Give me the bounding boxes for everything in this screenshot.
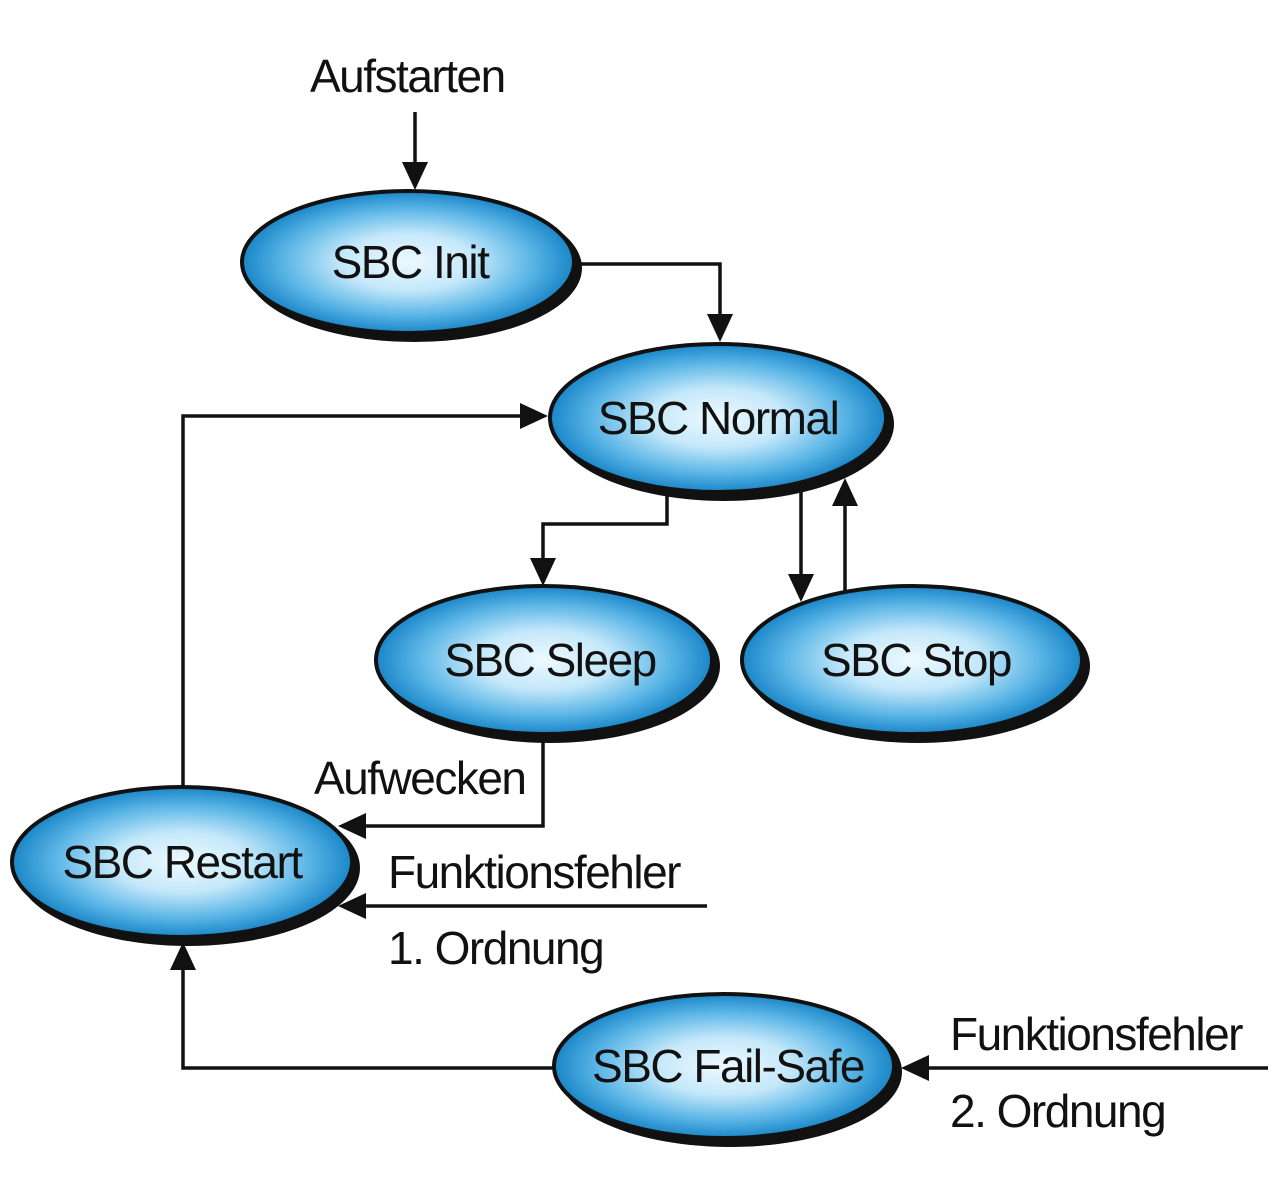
- node-label-failsafe: SBC Fail-Safe: [592, 1040, 864, 1092]
- edge-normal-to-stop: [788, 488, 814, 602]
- edge-init-to-normal: [578, 262, 733, 342]
- node-sbc-normal: SBC Normal: [548, 342, 894, 501]
- node-label-stop: SBC Stop: [821, 634, 1011, 686]
- node-sbc-init: SBC Init: [240, 189, 582, 342]
- node-sbc-restart: SBC Restart: [10, 785, 360, 946]
- node-sbc-sleep: SBC Sleep: [374, 584, 720, 743]
- label-aufstarten: Aufstarten: [310, 50, 505, 102]
- edge-normal-to-sleep: [530, 490, 669, 586]
- node-label-normal: SBC Normal: [598, 392, 839, 444]
- node-label-init: SBC Init: [332, 236, 490, 288]
- label-fault2-line2: 2. Ordnung: [950, 1085, 1165, 1137]
- edge-restart-to-normal: [181, 403, 548, 792]
- node-sbc-stop: SBC Stop: [740, 584, 1090, 743]
- node-label-restart: SBC Restart: [62, 836, 303, 888]
- node-sbc-failsafe: SBC Fail-Safe: [552, 992, 902, 1147]
- edge-stop-to-normal: [832, 478, 858, 592]
- label-fault2-line1: Funktionsfehler: [950, 1008, 1243, 1060]
- edge-fault1-to-restart: [338, 893, 707, 919]
- edge-start-to-init: [402, 112, 428, 190]
- edge-failsafe-to-restart: [170, 942, 560, 1070]
- label-fault1-line2: 1. Ordnung: [388, 922, 603, 974]
- label-fault1-line1: Funktionsfehler: [388, 846, 681, 898]
- edge-sleep-to-restart: [338, 735, 545, 839]
- edge-fault2-to-failsafe: [901, 1055, 1268, 1081]
- label-aufwecken: Aufwecken: [314, 752, 526, 804]
- node-label-sleep: SBC Sleep: [444, 634, 656, 686]
